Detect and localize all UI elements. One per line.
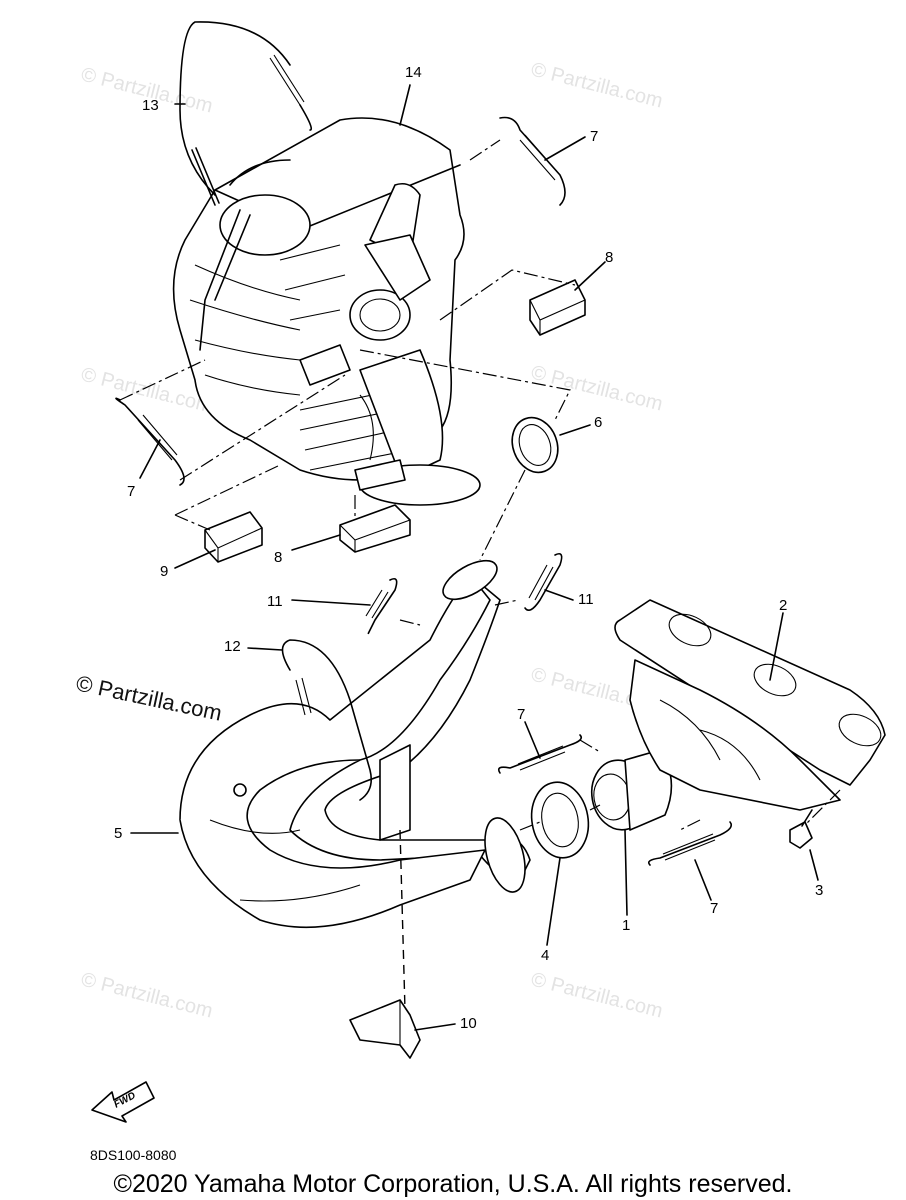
muffler-drawing [172, 117, 481, 506]
callout-8-upper: 8 [605, 249, 613, 266]
callout-14: 14 [405, 64, 422, 81]
watermark: © Partzilla.com [79, 969, 215, 1023]
callout-7-left: 7 [127, 483, 135, 500]
callout-13: 13 [142, 97, 159, 114]
copyright-notice: ©2020 Yamaha Motor Corporation, U.S.A. A… [114, 1170, 793, 1198]
bolt-3-drawing [789, 809, 813, 849]
callout-7-mid: 7 [517, 706, 525, 723]
joint-1-drawing [590, 749, 673, 831]
exhaust-pipe-drawing [179, 559, 531, 929]
bracket-10-drawing [349, 999, 421, 1059]
partzilla-watermark: © Partzilla.com [74, 670, 224, 725]
callout-3: 3 [815, 882, 823, 899]
spring-11-left-drawing [365, 577, 398, 635]
callout-7-upper: 7 [590, 128, 598, 145]
spring-11-right-drawing [524, 552, 563, 611]
spring-13-drawing [179, 21, 313, 206]
gasket-6-drawing [511, 416, 559, 474]
callout-11-right: 11 [578, 591, 594, 608]
manifold-2-drawing [614, 599, 886, 811]
fwd-arrow-icon: FWD [91, 1081, 155, 1123]
callout-7-lower: 7 [710, 900, 718, 917]
watermark: © Partzilla.com [529, 59, 665, 113]
callout-8-lower: 8 [274, 549, 282, 566]
spring-7-left-drawing [115, 397, 185, 486]
diagram-code: 8DS100-8080 [90, 1147, 177, 1163]
spring-7-mid-drawing [497, 734, 583, 774]
damper-9-drawing [204, 511, 263, 563]
callout-10: 10 [460, 1015, 477, 1032]
callout-4: 4 [541, 947, 549, 964]
callout-12: 12 [224, 638, 241, 655]
assembly-lines [119, 139, 841, 1011]
ring-4-drawing [530, 781, 590, 859]
spring-7-lower-drawing [647, 821, 733, 866]
damper-8-upper-drawing [529, 279, 586, 336]
callout-labels: 13 14 7 8 6 7 8 9 11 11 12 2 7 5 3 7 1 4… [114, 64, 823, 1032]
watermark: © Partzilla.com [529, 969, 665, 1023]
damper-8-lower-drawing [339, 504, 411, 553]
callout-2: 2 [779, 597, 787, 614]
callout-6: 6 [594, 414, 602, 431]
callout-leaders [130, 84, 819, 1031]
callout-1: 1 [622, 917, 630, 934]
spring-7-upper-drawing [499, 116, 566, 206]
callout-11-left: 11 [267, 593, 283, 610]
callout-9: 9 [160, 563, 168, 580]
callout-5: 5 [114, 825, 122, 842]
watermark: © Partzilla.com [529, 362, 665, 416]
